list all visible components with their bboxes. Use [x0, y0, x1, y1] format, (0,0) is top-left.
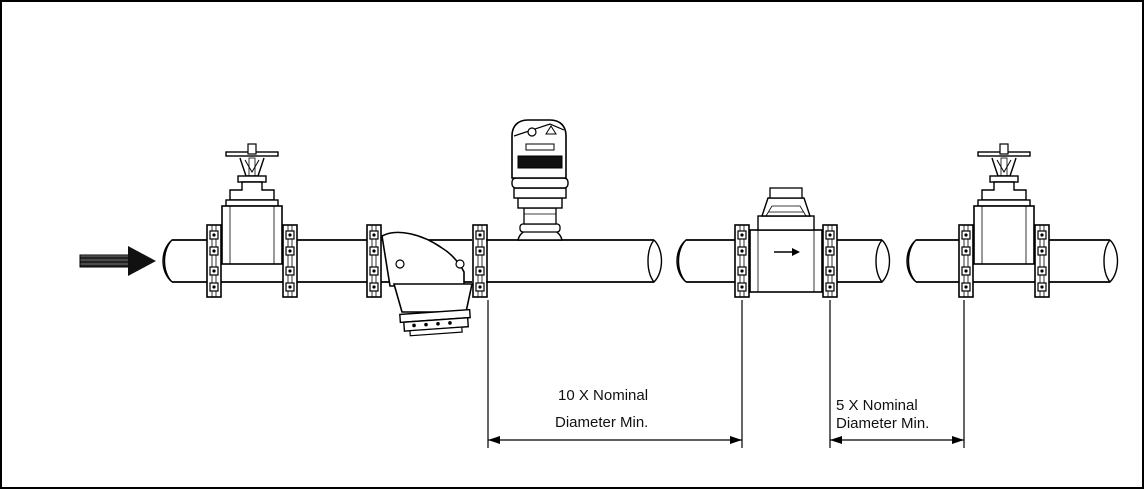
- upstream-straight-length-dimension: 10 X Nominal Diameter Min.: [487, 300, 743, 448]
- downstream-straight-length-dimension: 5 X Nominal Diameter Min.: [829, 300, 965, 448]
- water-meter: [735, 187, 837, 297]
- upstream-dimension-line2: Diameter Min.: [555, 414, 648, 431]
- upstream-gate-valve: [207, 143, 297, 297]
- downstream-dimension-line2: Diameter Min.: [836, 415, 929, 432]
- pipe-section-upstream-straight: [486, 239, 663, 284]
- downstream-gate-valve: [959, 143, 1049, 297]
- y-strainer: [367, 225, 487, 337]
- downstream-dimension-line1: 5 X Nominal: [836, 397, 918, 414]
- meter-flow-arrow-icon: [774, 248, 800, 256]
- upstream-dimension-line1: 10 X Nominal: [558, 387, 648, 404]
- air-release-valve: [511, 119, 569, 241]
- flow-direction-arrow-icon: [79, 246, 156, 276]
